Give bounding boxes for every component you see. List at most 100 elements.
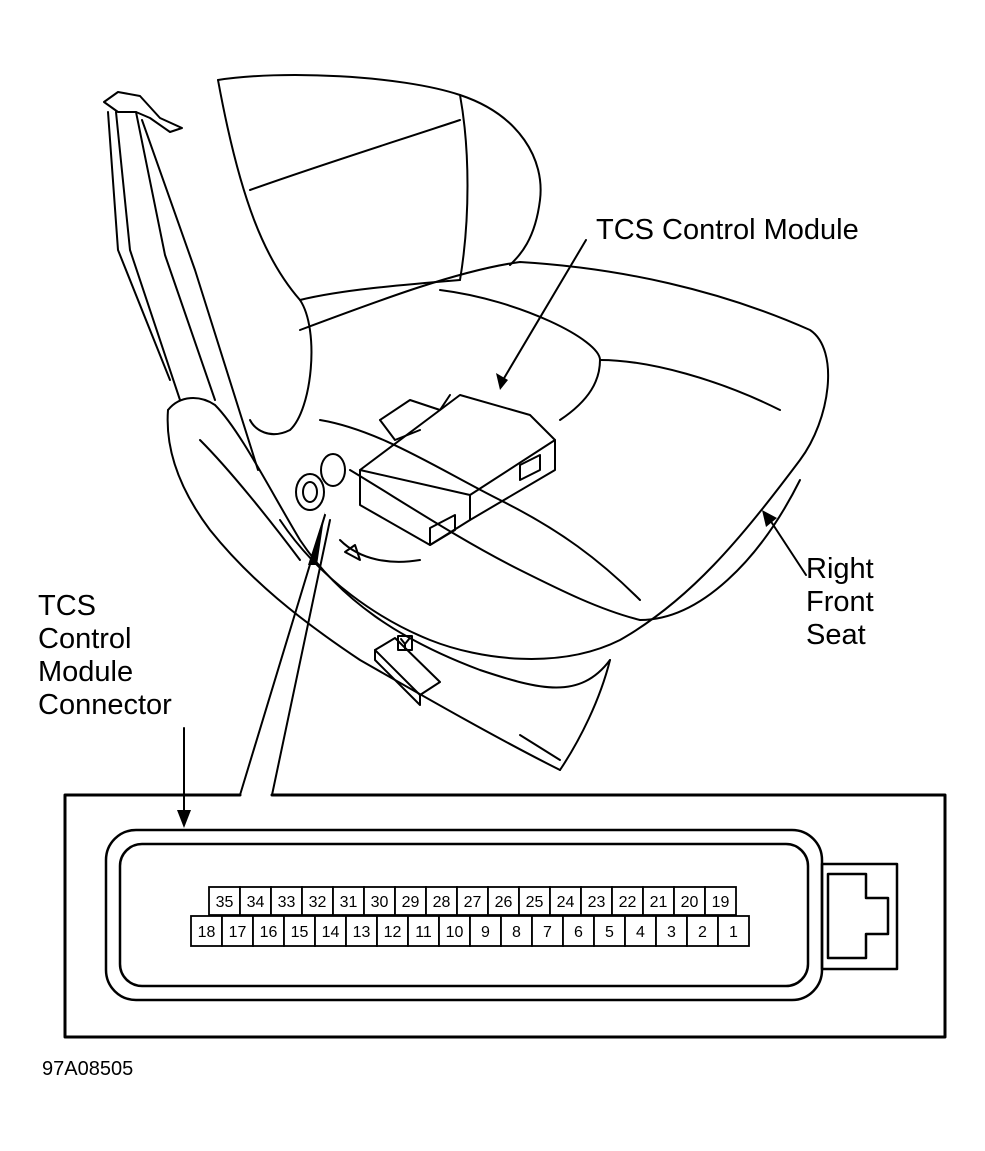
bottom-row-pin-box — [252, 915, 285, 947]
pin-cell-32: 32 — [301, 886, 334, 916]
pin-cell-15: 15 — [283, 915, 316, 947]
pin-cell-30: 30 — [363, 886, 396, 916]
pin-number: 25 — [526, 894, 544, 911]
pin-cell-10: 10 — [438, 915, 471, 947]
pin-cell-7: 7 — [531, 915, 564, 947]
pin-cell-8: 8 — [500, 915, 533, 947]
pin-cell-18: 18 — [190, 915, 223, 947]
pin-number: 20 — [681, 894, 699, 911]
bottom-row-pin-box — [407, 915, 440, 947]
seat-connector — [295, 453, 421, 563]
pin-number: 10 — [446, 924, 464, 941]
pin-cell-3: 3 — [655, 915, 688, 947]
top-row-pin-box — [518, 886, 551, 916]
pin-cell-13: 13 — [345, 915, 378, 947]
pin-cell-34: 34 — [239, 886, 272, 916]
top-row-pin-box — [580, 886, 613, 916]
pin-cell-29: 29 — [394, 886, 427, 916]
top-row-pin-box — [611, 886, 644, 916]
bottom-row-pin-box — [500, 915, 533, 947]
pin-number: 31 — [340, 894, 358, 911]
seat-label-line-3: Seat — [806, 619, 866, 651]
pin-number: 17 — [229, 924, 247, 941]
pin-cell-35: 35 — [208, 886, 241, 916]
pin-number: 23 — [588, 894, 606, 911]
pin-number: 1 — [729, 924, 738, 941]
pin-number: 11 — [415, 924, 432, 941]
pin-cell-5: 5 — [593, 915, 626, 947]
seat-frame — [166, 397, 611, 771]
top-row-pin-box — [270, 886, 303, 916]
pin-cell-9: 9 — [469, 915, 502, 947]
pin-number: 2 — [698, 924, 707, 941]
pin-number: 21 — [650, 894, 668, 911]
pin-number: 24 — [557, 894, 575, 911]
connector-label-line-1: TCS — [38, 590, 96, 622]
pin-cell-2: 2 — [686, 915, 719, 947]
pin-cell-1: 1 — [717, 915, 750, 947]
pin-number: 8 — [512, 924, 521, 941]
pin-number: 3 — [667, 924, 676, 941]
top-row-pin-box — [549, 886, 582, 916]
pin-cell-33: 33 — [270, 886, 303, 916]
pin-number: 15 — [291, 924, 309, 941]
pin-cell-24: 24 — [549, 886, 582, 916]
pin-cell-12: 12 — [376, 915, 409, 947]
pin-number: 19 — [712, 894, 730, 911]
top-row-pin-box — [704, 886, 737, 916]
pin-number: 22 — [619, 894, 637, 911]
connector-label-line-2: Control — [38, 623, 132, 655]
seat-back — [217, 74, 542, 436]
bottom-row-pin-box — [686, 915, 719, 947]
pin-number: 28 — [433, 894, 451, 911]
pin-number: 26 — [495, 894, 513, 911]
pin-number: 4 — [636, 924, 645, 941]
pin-cell-20: 20 — [673, 886, 706, 916]
connector-label-line-4: Connector — [38, 689, 172, 721]
pin-number: 34 — [247, 894, 265, 911]
pin-number: 14 — [322, 924, 340, 941]
connector-body — [104, 828, 899, 1002]
seat-belt — [103, 91, 259, 471]
seat-label-line-1: Right — [806, 553, 874, 585]
connector-label: TCS Control Module Connector — [38, 590, 172, 722]
pin-cell-27: 27 — [456, 886, 489, 916]
pin-cell-11: 11 — [407, 915, 440, 947]
right-front-seat-label: Right Front Seat — [806, 553, 874, 652]
pin-cell-17: 17 — [221, 915, 254, 947]
pin-cell-16: 16 — [252, 915, 285, 947]
pin-cell-14: 14 — [314, 915, 347, 947]
pin-cell-22: 22 — [611, 886, 644, 916]
pin-number: 5 — [605, 924, 614, 941]
pin-cell-4: 4 — [624, 915, 657, 947]
pin-cell-6: 6 — [562, 915, 595, 947]
top-row-pin-box — [208, 886, 241, 916]
pin-cell-26: 26 — [487, 886, 520, 916]
pin-cell-25: 25 — [518, 886, 551, 916]
top-row-pin-box — [456, 886, 489, 916]
top-row-pin-box — [363, 886, 396, 916]
pin-number: 33 — [278, 894, 296, 911]
pin-number: 16 — [260, 924, 278, 941]
seat-label-line-2: Front — [806, 586, 874, 618]
pin-cell-23: 23 — [580, 886, 613, 916]
seat-cushion — [279, 261, 830, 660]
tcs-module-label: TCS Control Module — [596, 214, 859, 246]
arrowheads — [177, 373, 777, 828]
pin-number: 13 — [353, 924, 371, 941]
top-row-pin-box — [425, 886, 458, 916]
bottom-row-pin-box — [438, 915, 471, 947]
pin-cell-19: 19 — [704, 886, 737, 916]
pin-number: 35 — [216, 894, 234, 911]
pin-number: 12 — [384, 924, 402, 941]
pin-cell-31: 31 — [332, 886, 365, 916]
pin-number: 30 — [371, 894, 389, 911]
pin-number: 29 — [402, 894, 420, 911]
pin-cell-21: 21 — [642, 886, 675, 916]
pin-number: 7 — [543, 924, 552, 941]
connector-label-line-3: Module — [38, 656, 134, 688]
pin-number: 27 — [464, 894, 482, 911]
bottom-row-pin-box — [717, 915, 750, 947]
tcs-control-module — [359, 394, 556, 546]
